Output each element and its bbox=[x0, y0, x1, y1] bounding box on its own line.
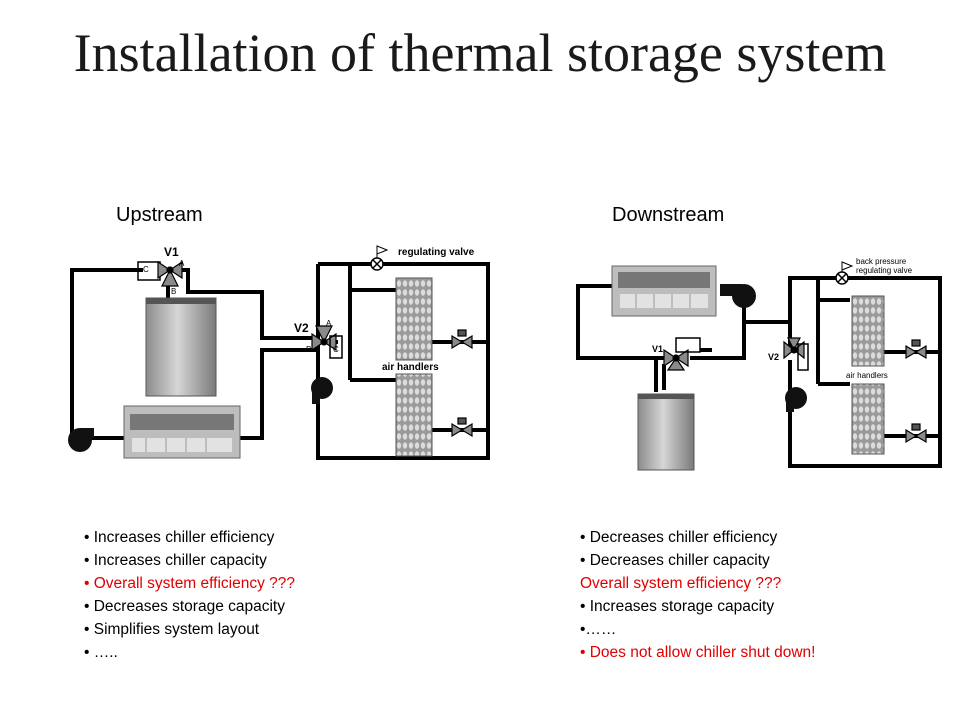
downstream-back-pressure-label-2: regulating valve bbox=[856, 266, 913, 275]
downstream-back-pressure-label-1: back pressure bbox=[856, 257, 907, 266]
downstream-bullet-list: • Decreases chiller efficiency • Decreas… bbox=[580, 526, 815, 664]
upstream-chiller bbox=[123, 405, 241, 459]
downstream-v2-bypass bbox=[797, 343, 809, 371]
upstream-air-handler-2 bbox=[395, 373, 433, 457]
upstream-regulating-valve-label: regulating valve bbox=[398, 247, 475, 258]
upstream-pump-2-icon bbox=[311, 377, 333, 404]
downstream-bullet: • Does not allow chiller shut down! bbox=[580, 644, 816, 661]
downstream-bullet: •…… bbox=[580, 621, 617, 638]
upstream-control-valve-1-icon bbox=[451, 329, 473, 350]
upstream-port-c2: C bbox=[333, 345, 339, 354]
upstream-pipes bbox=[70, 262, 490, 460]
downstream-control-valve-2-icon bbox=[905, 423, 927, 444]
upstream-bullet: • Overall system efficiency ??? bbox=[84, 575, 296, 592]
downstream-pump-icon bbox=[720, 284, 756, 308]
upstream-bullet: • Increases chiller capacity bbox=[84, 552, 267, 569]
upstream-bullet: • Increases chiller efficiency bbox=[84, 529, 275, 546]
upstream-port-b1: B bbox=[171, 287, 176, 296]
slide-title: Installation of thermal storage system bbox=[73, 23, 887, 83]
downstream-air-handlers-label: air handlers bbox=[846, 371, 888, 380]
downstream-bullet: Overall system efficiency ??? bbox=[580, 575, 782, 592]
upstream-v1-label: V1 bbox=[164, 245, 179, 259]
downstream-pump-2-icon bbox=[785, 387, 807, 412]
downstream-v1-label: V1 bbox=[652, 344, 663, 354]
upstream-air-handler-1 bbox=[395, 277, 433, 361]
downstream-storage-tank bbox=[637, 393, 695, 471]
downstream-control-valve-1-icon bbox=[905, 339, 927, 360]
downstream-v1-valve-icon bbox=[663, 348, 689, 371]
upstream-v1-valve-icon bbox=[157, 260, 183, 287]
downstream-bullet: • Decreases chiller capacity bbox=[580, 552, 770, 569]
downstream-diagram: V1 V2 back pressure regulating valve air… bbox=[576, 257, 942, 471]
upstream-control-valve-2-icon bbox=[451, 417, 473, 438]
downstream-chiller bbox=[611, 265, 717, 317]
downstream-air-handler-2 bbox=[851, 383, 885, 455]
upstream-diagram: V1 C A B V2 A B C regulating valve air h… bbox=[68, 245, 490, 460]
upstream-port-a2: A bbox=[326, 319, 332, 328]
upstream-pump-icon bbox=[68, 428, 94, 452]
downstream-v2-label: V2 bbox=[768, 352, 779, 362]
downstream-heading: Downstream bbox=[612, 204, 725, 226]
downstream-v2-valve-icon bbox=[783, 337, 805, 360]
upstream-storage-tank bbox=[145, 297, 217, 397]
upstream-v2-label: V2 bbox=[294, 321, 309, 335]
downstream-v1-bypass bbox=[675, 337, 701, 353]
upstream-bullet: • Simplifies system layout bbox=[84, 621, 260, 638]
upstream-air-handlers-label: air handlers bbox=[382, 362, 439, 373]
upstream-regulating-valve-icon bbox=[370, 245, 389, 271]
upstream-v2-bypass bbox=[329, 335, 343, 359]
downstream-bullet: • Increases storage capacity bbox=[580, 598, 775, 615]
upstream-port-b2: B bbox=[306, 345, 311, 354]
upstream-bullet: • ….. bbox=[84, 644, 118, 661]
upstream-bullet-list: • Increases chiller efficiency • Increas… bbox=[84, 526, 295, 664]
downstream-bullet: • Decreases chiller efficiency bbox=[580, 529, 778, 546]
downstream-back-pressure-valve-icon bbox=[835, 261, 854, 285]
upstream-port-a1: A bbox=[179, 259, 185, 268]
upstream-bullet: • Decreases storage capacity bbox=[84, 598, 285, 615]
downstream-air-handler-1 bbox=[851, 295, 885, 367]
upstream-heading: Upstream bbox=[116, 204, 203, 226]
upstream-port-c1: C bbox=[143, 265, 149, 274]
